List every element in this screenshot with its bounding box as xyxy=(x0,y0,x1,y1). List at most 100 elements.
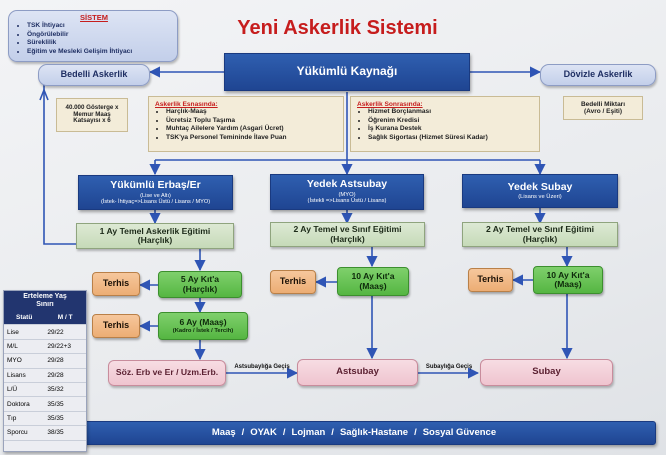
after-service-item: Öğrenim Kredisi xyxy=(368,117,488,126)
system-item: Süreklilik xyxy=(27,39,132,48)
deferment-status: Doktora xyxy=(4,396,45,412)
outcome-subay: Subay xyxy=(480,359,613,386)
during-service-item: Ücretsiz Toplu Taşıma xyxy=(166,117,287,126)
during-service-item: TSK'ya Personel Temininde İlave Puan xyxy=(166,134,287,143)
deferment-title-line: Erteleme Yaş xyxy=(23,293,67,300)
branch-astsubay-sub: (İstekli =>Lisans Üstü / Lisans) xyxy=(307,198,387,205)
terhis-label: Terhis xyxy=(102,320,130,331)
arrow-bedelli-loop xyxy=(43,84,76,245)
outcome-subay-label: Subay xyxy=(532,366,561,378)
branch-erbas-sub: (Lise ve Altı) xyxy=(140,192,171,199)
benefit-item: Sağlık-Hastane xyxy=(339,426,409,438)
source-box: Yükümlü Kaynağı xyxy=(224,53,470,91)
during-service-heading: Askerlik Esnasında: xyxy=(155,101,218,108)
deferment-status: M/L xyxy=(4,339,45,355)
after-service-item: İş Kurana Destek xyxy=(368,125,488,134)
after-service-item: Hizmet Borçlanması xyxy=(368,108,488,117)
after-service-box: Askerlik Sonrasında: Hizmet Borçlanması … xyxy=(350,96,540,152)
terhis-label: Terhis xyxy=(102,278,130,289)
branch-subay-sub: (Lisans ve Üzeri) xyxy=(518,194,562,201)
training-subay-line: 2 Ay Temel ve Sınıf Eğitimi xyxy=(485,224,595,235)
dovizle-label: Dövizle Askerlik xyxy=(563,69,633,80)
bedelli-detail: 40.000 Gösterge x Memur Maaş Katsayısı x… xyxy=(56,98,128,132)
branch-astsubay-sub: (MYO) xyxy=(338,191,356,198)
deferment-age: 29/28 xyxy=(44,353,86,369)
deferment-age: 29/22+3 xyxy=(44,339,86,355)
branch-astsubay-title: Yedek Astsubay xyxy=(306,178,388,191)
step-erbas-kita: 5 Ay Kıt'a (Harçlık) xyxy=(158,271,242,298)
dovizle-detail-line: (Avro / Eşiti) xyxy=(583,108,623,115)
benefit-item: Sosyal Güvence xyxy=(422,426,497,438)
training-subay-line: (Harçlık) xyxy=(522,233,558,244)
bedelli-detail-line: 40.000 Gösterge x xyxy=(65,103,119,111)
deferment-status: Sporcu xyxy=(4,425,45,441)
system-item: Öngörülebilir xyxy=(27,31,132,40)
branch-erbas-sub: (İstek- İhtiyaç=>Lisans Üstü / Lisans / … xyxy=(100,198,211,205)
during-service-item: Muhtaç Ailelere Yardım (Asgari Ücret) xyxy=(166,125,287,134)
terhis-label: Terhis xyxy=(477,274,504,285)
terhis-erbas-kita: Terhis xyxy=(92,272,140,296)
step-erbas-kita-line: 5 Ay Kıt'a xyxy=(180,274,220,285)
during-service-item: Harçlık-Maaş xyxy=(166,108,287,117)
outcome-erbas: Söz. Erb ve Er / Uzm.Erb. xyxy=(108,360,226,386)
outcome-erbas-label: Söz. Erb ve Er / Uzm.Erb. xyxy=(115,367,219,378)
deferment-title: Erteleme Yaş Sınırı xyxy=(4,291,86,311)
during-service-box: Askerlik Esnasında: Harçlık-Maaş Ücretsi… xyxy=(148,96,344,152)
training-astsubay: 2 Ay Temel ve Sınıf Eğitimi (Harçlık) xyxy=(270,222,425,247)
after-service-list: Hizmet Borçlanması Öğrenim Kredisi İş Ku… xyxy=(357,108,488,142)
training-erbas-line: 1 Ay Temel Askerlik Eğitimi xyxy=(99,225,211,236)
edge-label-to-astsubay: Astsubaylığa Geçiş xyxy=(234,364,290,370)
step-subay-kita-line: (Maaş) xyxy=(554,279,582,289)
step-erbas-kita-line: (Harçlık) xyxy=(182,283,218,294)
step-astsubay-kita-line: (Maaş) xyxy=(359,280,387,291)
step-erbas-maas-line: 6 Ay (Maaş) xyxy=(179,317,227,328)
benefit-item: Maaş xyxy=(211,426,236,438)
bedelli-label: Bedelli Askerlik xyxy=(60,69,128,80)
bedelli-detail-line: Memur Maaş xyxy=(73,110,111,118)
terhis-label: Terhis xyxy=(279,276,307,287)
terhis-erbas-maas: Terhis xyxy=(92,314,140,338)
deferment-age: 35/35 xyxy=(44,396,86,412)
branch-subay-title: Yedek Subay xyxy=(507,180,573,193)
deferment-status: Tıp xyxy=(4,411,45,427)
after-service-heading: Askerlik Sonrasında: xyxy=(357,101,423,108)
step-astsubay-kita: 10 Ay Kıt'a (Maaş) xyxy=(337,267,409,296)
terhis-astsubay: Terhis xyxy=(270,270,316,294)
system-heading: SİSTEM xyxy=(80,13,108,22)
deferment-status: Lise xyxy=(4,324,45,340)
deferment-age: 29/22 xyxy=(44,324,86,340)
deferment-header-row: Statü M / T xyxy=(4,311,86,326)
deferment-age: 38/35 xyxy=(44,425,86,441)
outcome-astsubay-label: Astsubay xyxy=(336,366,379,378)
deferment-title-line: Sınırı xyxy=(36,301,54,309)
branch-erbas: Yükümlü Erbaş/Er (Lise ve Altı) (İstek- … xyxy=(78,175,233,210)
step-erbas-maas: 6 Ay (Maaş) (Kadro / İstek / Tercih) xyxy=(158,312,248,340)
step-subay-kita-line: 10 Ay Kıt'a xyxy=(546,269,590,280)
dovizle-detail-line: Bedelli Miktarı xyxy=(580,100,626,108)
deferment-header-cell: Statü xyxy=(4,311,45,326)
system-box: SİSTEM TSK İhtiyacı Öngörülebilir Sürekl… xyxy=(8,10,178,62)
step-astsubay-kita-line: 10 Ay Kıt'a xyxy=(351,271,395,282)
page-title: Yeni Askerlik Sistemi xyxy=(237,17,438,39)
after-service-item: Sağlık Sigortası (Hizmet Süresi Kadar) xyxy=(368,134,488,143)
deferment-header-cell: M / T xyxy=(44,311,86,326)
deferment-status: L/Ü xyxy=(4,382,45,398)
step-subay-kita: 10 Ay Kıt'a (Maaş) xyxy=(533,266,603,294)
deferment-status: Lisans xyxy=(4,368,45,383)
training-astsubay-line: (Harçlık) xyxy=(330,233,365,244)
step-erbas-maas-line: (Kadro / İstek / Tercih) xyxy=(172,327,234,334)
during-service-list: Harçlık-Maaş Ücretsiz Toplu Taşıma Muhta… xyxy=(155,108,287,142)
deferment-age: 29/28 xyxy=(44,368,86,383)
bedelli-box: Bedelli Askerlik xyxy=(38,64,150,86)
branch-subay: Yedek Subay (Lisans ve Üzeri) xyxy=(462,174,618,208)
